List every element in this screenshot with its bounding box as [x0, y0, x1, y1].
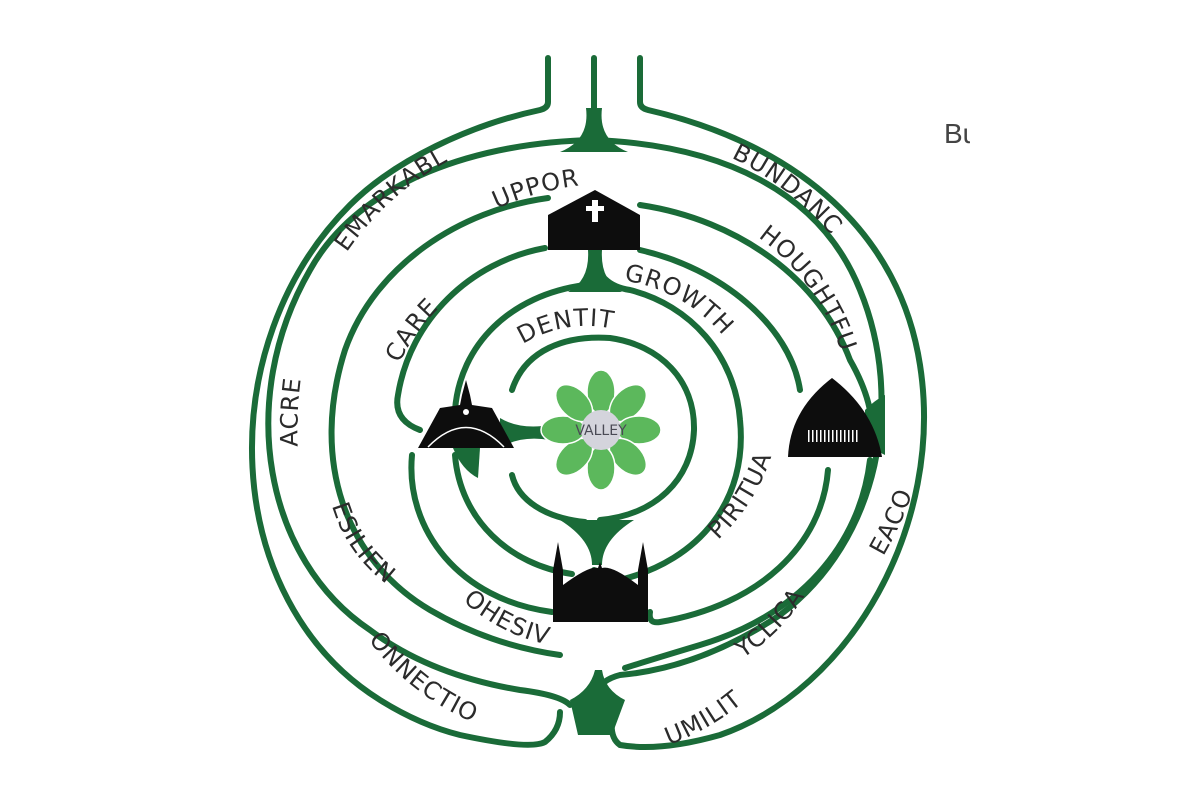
entrance-left-wall: [249, 55, 563, 748]
center-label: VALLEY: [575, 423, 627, 439]
label-identity: IDENTITY: [0, 0, 616, 349]
label-growth: GROWTH: [623, 259, 739, 340]
flower-icon: [540, 369, 662, 491]
church-spires-icon: [553, 542, 648, 622]
ring-2-right: [637, 202, 875, 428]
svg-text:REMARKABLE: REMARKABLE: [0, 0, 452, 256]
junction-left: [500, 418, 550, 448]
label-support: SUPPORT: [0, 0, 578, 214]
junction-upper: [568, 250, 622, 292]
label-connection: CONNECTION: [0, 0, 482, 728]
svg-text:IDENTITY: IDENTITY: [0, 0, 617, 349]
church-cross-icon: [548, 190, 640, 250]
ring-4-lower-left: [452, 452, 575, 577]
ring-1-left: [265, 137, 597, 708]
label-abundance: ABUNDANCE: [0, 0, 847, 240]
junction-left-church: [453, 448, 480, 478]
ring-3-left: [394, 245, 548, 433]
label-remarkable: REMARKABLE: [0, 0, 451, 256]
entrance-right-wall: [608, 55, 927, 751]
svg-text:ABUNDANCE: ABUNDANCE: [0, 0, 848, 240]
ring-3-left-lower: [408, 452, 555, 615]
ring-4-upper: [452, 282, 588, 413]
junction-lower: [560, 520, 634, 565]
church-arch-icon: [788, 378, 882, 457]
ring-5-upper: [509, 334, 698, 523]
ring-3-right-lower: [646, 467, 831, 626]
ring-2-lower-right: [622, 457, 873, 671]
svg-text:CONNECTION: CONNECTION: [0, 0, 483, 728]
junction-top: [560, 108, 628, 152]
junction-bottom: [570, 670, 625, 735]
ring-5-lower: [509, 472, 588, 525]
svg-text:SUPPORT: SUPPORT: [0, 0, 579, 214]
ring-3-right: [637, 247, 803, 393]
center-circle: [581, 410, 621, 450]
church-dome-icon: [418, 380, 514, 448]
ring-2-left: [328, 195, 563, 658]
clipped-side-text: Bu: [944, 118, 970, 149]
svg-text:GROWTH: GROWTH: [623, 259, 740, 340]
